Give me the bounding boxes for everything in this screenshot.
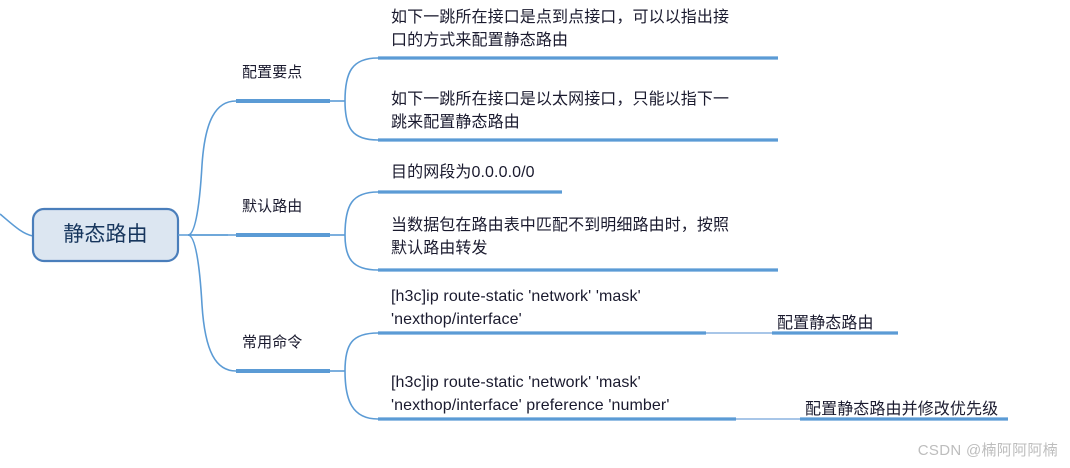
- connector-branch-3-to-child-2: [344, 370, 379, 420]
- branch-2-child-2-label[interactable]: 当数据包在路由表中匹配不到明细路由时，按照 默认路由转发: [391, 217, 730, 258]
- branch-label-2[interactable]: 默认路由: [242, 198, 303, 215]
- root-node-label[interactable]: 静态路由: [63, 223, 148, 246]
- branch-3-child-2-label[interactable]: [h3c]ip route-static 'network' 'mask' 'n…: [391, 374, 670, 415]
- connector-branch-2-to-child-2: [344, 234, 379, 271]
- branch-label-3[interactable]: 常用命令: [242, 334, 303, 351]
- parent-stub-connector: [0, 213, 34, 237]
- csdn-watermark: CSDN @楠阿阿阿楠: [917, 442, 1058, 459]
- branch-2-child-1-label[interactable]: 目的网段为0.0.0.0/0: [391, 164, 535, 181]
- connector-branch-3-to-child-1: [344, 332, 379, 372]
- branch-label-1[interactable]: 配置要点: [242, 64, 303, 81]
- branch-1-child-2-label[interactable]: 如下一跳所在接口是以太网接口，只能以指下一 跳来配置静态路由: [391, 91, 730, 132]
- branch-3-child-1-leaf-label[interactable]: 配置静态路由: [777, 315, 874, 332]
- connector-root-to-branch-1: [187, 100, 237, 236]
- branch-3-child-2-leaf-label[interactable]: 配置静态路由并修改优先级: [805, 401, 999, 418]
- connector-branch-2-to-child-1: [344, 191, 379, 236]
- connector-branch-1-to-child-1: [344, 57, 379, 102]
- connector-branch-1-to-child-2: [344, 100, 379, 141]
- connector-root-to-branch-3: [187, 234, 237, 372]
- branch-3-child-1-label[interactable]: [h3c]ip route-static 'network' 'mask' 'n…: [391, 288, 641, 329]
- branch-1-child-1-label[interactable]: 如下一跳所在接口是点到点接口，可以以指出接 口的方式来配置静态路由: [391, 9, 730, 50]
